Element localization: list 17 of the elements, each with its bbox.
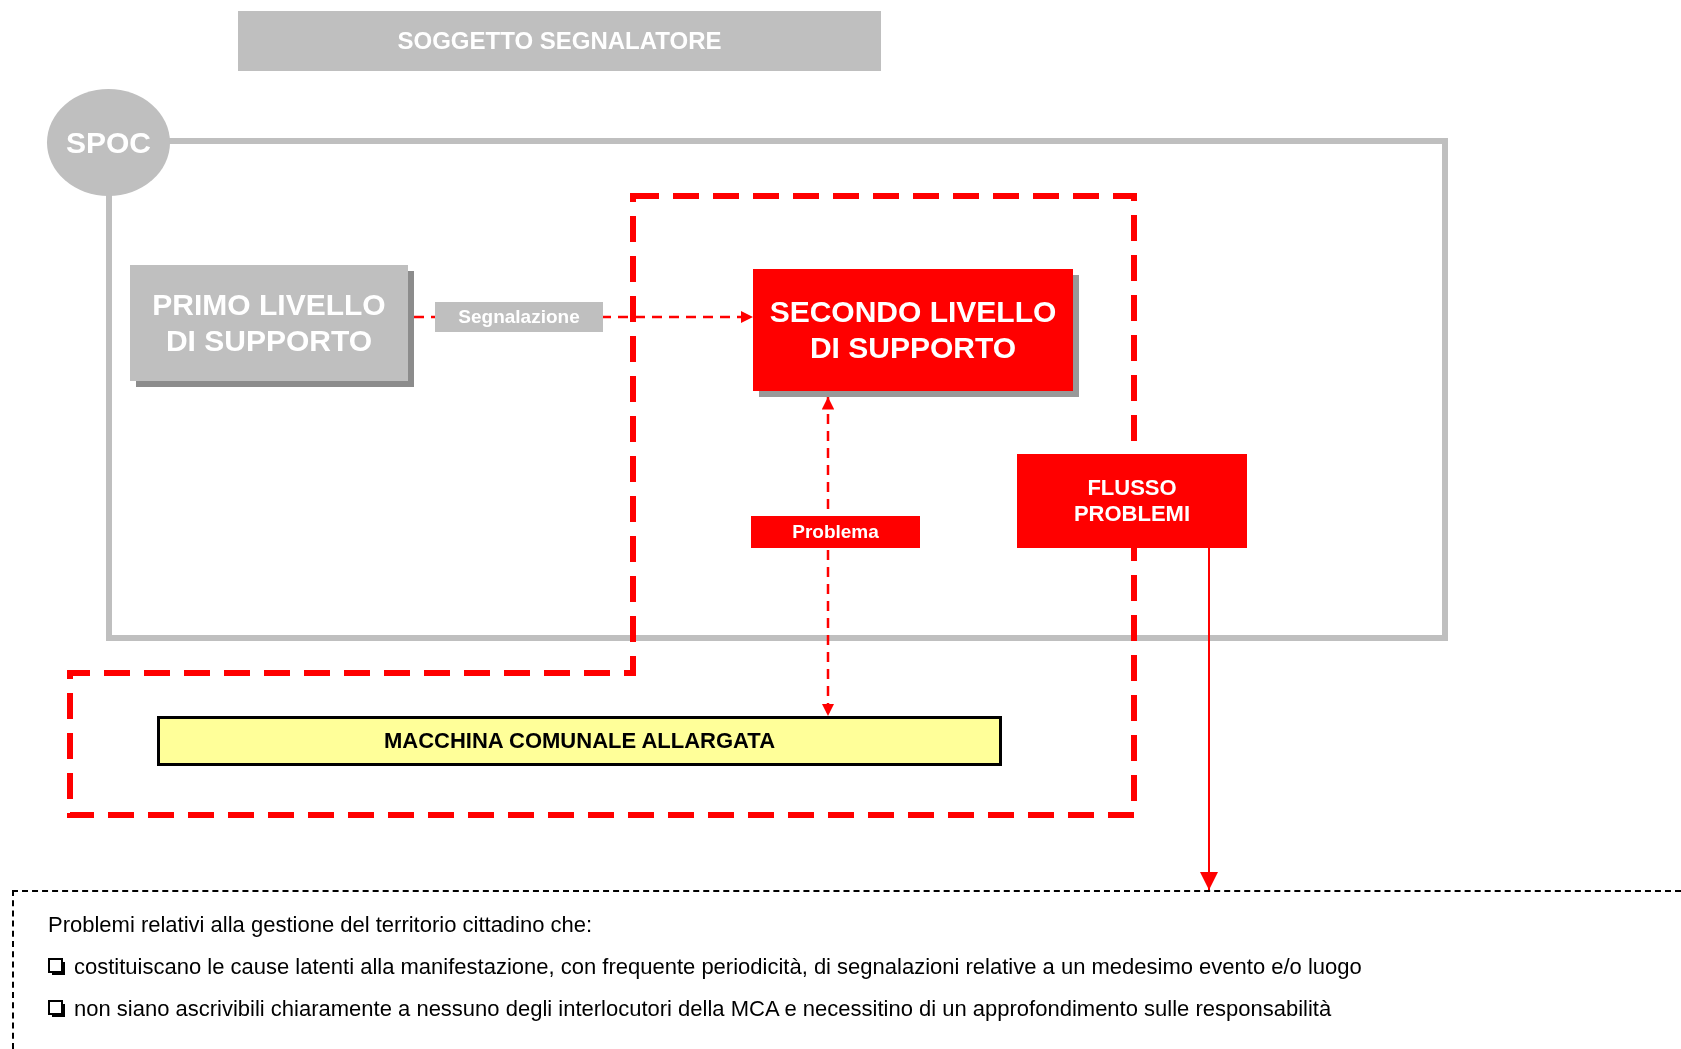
box-label: SOGGETTO SEGNALATORE: [397, 26, 722, 56]
note-box: [12, 890, 1681, 1049]
box-label: SECONDO LIVELLO DI SUPPORTO: [768, 294, 1058, 366]
arrow: [821, 397, 835, 716]
title-bar: [238, 11, 881, 71]
note-text: non siano ascrivibili chiaramente a nessuno degli interlocutori della MCA e necessitino di un approfondimento sulle responsabilità: [74, 996, 1332, 1022]
note-text: costituiscano le cause latenti alla manifestazione, con frequente periodicità, di segnalazioni relative a un medesimo evento e/o luogo: [74, 954, 1362, 980]
box-label: FLUSSO PROBLEMI: [1072, 474, 1192, 528]
box-label: SPOC: [66, 124, 151, 161]
note-text: Problemi relativi alla gestione del territorio cittadino che:: [48, 912, 593, 938]
edge-label: Problema: [751, 516, 920, 548]
box-label: MACCHINA COMUNALE ALLARGATA: [383, 727, 776, 755]
edge-label: Segnalazione: [435, 302, 603, 332]
process-box: [1017, 454, 1247, 548]
box-label: PRIMO LIVELLO DI SUPPORTO: [151, 287, 387, 359]
arrow: [1200, 547, 1218, 891]
process-box: [157, 716, 1002, 766]
